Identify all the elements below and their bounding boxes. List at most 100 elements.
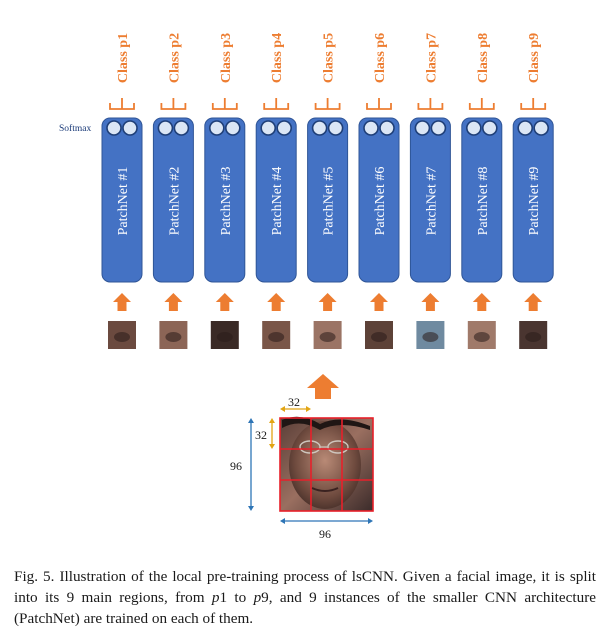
patchnet-column: Class p8 PatchNet #8 [461,33,503,349]
softmax-node [533,120,550,136]
patchnet-column: Class p6 PatchNet #6 [358,33,400,349]
patchnet-label: PatchNet #2 [167,167,182,236]
patchnet-box [409,117,451,283]
class-bracket [211,98,238,110]
class-label: Class p5 [322,33,337,83]
softmax-node [209,120,225,136]
patch-height-dimension [269,418,275,449]
patchnet-label: PatchNet #9 [527,167,542,236]
patch-width-dimension [280,406,311,412]
patchnet-column: Class p2 PatchNet #2 [152,33,194,349]
class-bracket [109,98,135,110]
class-label: Class p7 [424,33,439,83]
patchnet-box [512,117,554,283]
patchnet-box [152,117,194,283]
class-label: Class p3 [219,33,234,83]
class-bracket [417,98,444,110]
face-patch-detail [371,332,387,342]
up-arrow-icon [370,293,388,311]
patchnet-box [307,117,349,283]
patchnet-label: PatchNet #8 [476,167,491,236]
softmax-node [481,120,498,136]
face-image [280,416,373,511]
up-arrow-icon [421,293,440,311]
patchnet-column: Class p9 PatchNet #9 [512,33,554,349]
face-patch-detail [422,332,439,342]
patchnet-column: Class p1 PatchNet #1 [101,33,143,349]
softmax-node [430,120,447,136]
image-height-dimension [248,418,254,511]
softmax-node [363,120,379,136]
patchnet-column: Class p3 PatchNet #3 [204,33,246,349]
softmax-node [225,120,241,136]
class-bracket [468,98,495,110]
face-patch-detail [319,332,336,342]
patchnet-box [461,117,503,283]
face-patch-detail [473,332,490,342]
class-label: Class p1 [116,33,131,83]
class-bracket [366,98,392,110]
up-arrow-icon [215,293,234,311]
patchnet-column: Class p5 PatchNet #5 [307,33,349,349]
caption-prefix: Fig. 5. Illustration of the local pre-tr… [14,568,596,606]
caption-num-start: 1 [219,589,228,606]
caption-mid: to [227,589,254,606]
patch-width-label: 32 [288,395,300,409]
class-bracket [263,98,290,110]
image-width-dimension [280,518,373,524]
softmax-node [276,120,293,136]
softmax-node [327,120,344,136]
patchnet-label: PatchNet #4 [270,167,285,236]
up-arrow-icon [318,293,337,311]
patchnet-label: PatchNet #3 [219,167,234,236]
image-height-label: 96 [230,459,242,473]
patchnet-label: PatchNet #1 [116,167,131,236]
caption-num-end: 9 [261,589,269,606]
up-arrow-icon [472,293,491,311]
class-label: Class p9 [527,33,542,83]
patchnet-column: Class p4 PatchNet #4 [255,33,297,349]
face-grid [279,417,374,512]
class-bracket [314,98,341,110]
up-arrow-icon [267,293,286,311]
up-arrow-icon [524,293,543,311]
up-arrow-icon [164,293,183,311]
face-patch-detail [165,332,182,342]
image-width-label: 96 [319,527,331,541]
softmax-node [122,120,138,136]
patch-height-label: 32 [255,428,267,442]
class-bracket [160,98,187,110]
class-label: Class p2 [167,33,182,83]
patchnet-box [204,117,246,283]
softmax-node [173,120,190,136]
caption-var-start: p [211,589,220,606]
softmax-node [157,120,174,136]
patchnet-box [358,117,400,283]
face-patch-detail [268,332,285,342]
patchnet-box [101,117,143,283]
softmax-label: Softmax [59,123,91,134]
local-pretraining-diagram: Softmax Class p1 PatchNet #1 Class p2 Patch… [59,33,554,541]
caption-suffix: , and 9 instances of the smaller CNN arc… [14,589,596,627]
patchnet-column: Class p7 PatchNet #7 [409,33,451,349]
class-bracket [520,98,547,110]
class-label: Class p4 [270,33,285,83]
softmax-node [465,120,482,136]
caption-var-end: p [253,589,262,606]
patchnet-box [255,117,297,283]
softmax-node [260,120,277,136]
class-label: Class p8 [476,33,491,83]
softmax-node [517,120,534,136]
face-patch-detail [525,332,542,342]
softmax-node [379,120,395,136]
up-arrow-icon [113,293,131,311]
patchnet-label: PatchNet #5 [322,167,337,236]
softmax-node [106,120,122,136]
softmax-node [311,120,328,136]
softmax-node [414,120,431,136]
patchnet-label: PatchNet #7 [424,167,439,236]
face-patch-detail [114,332,130,342]
patchnet-label: PatchNet #6 [373,167,388,236]
class-label: Class p6 [373,33,388,83]
